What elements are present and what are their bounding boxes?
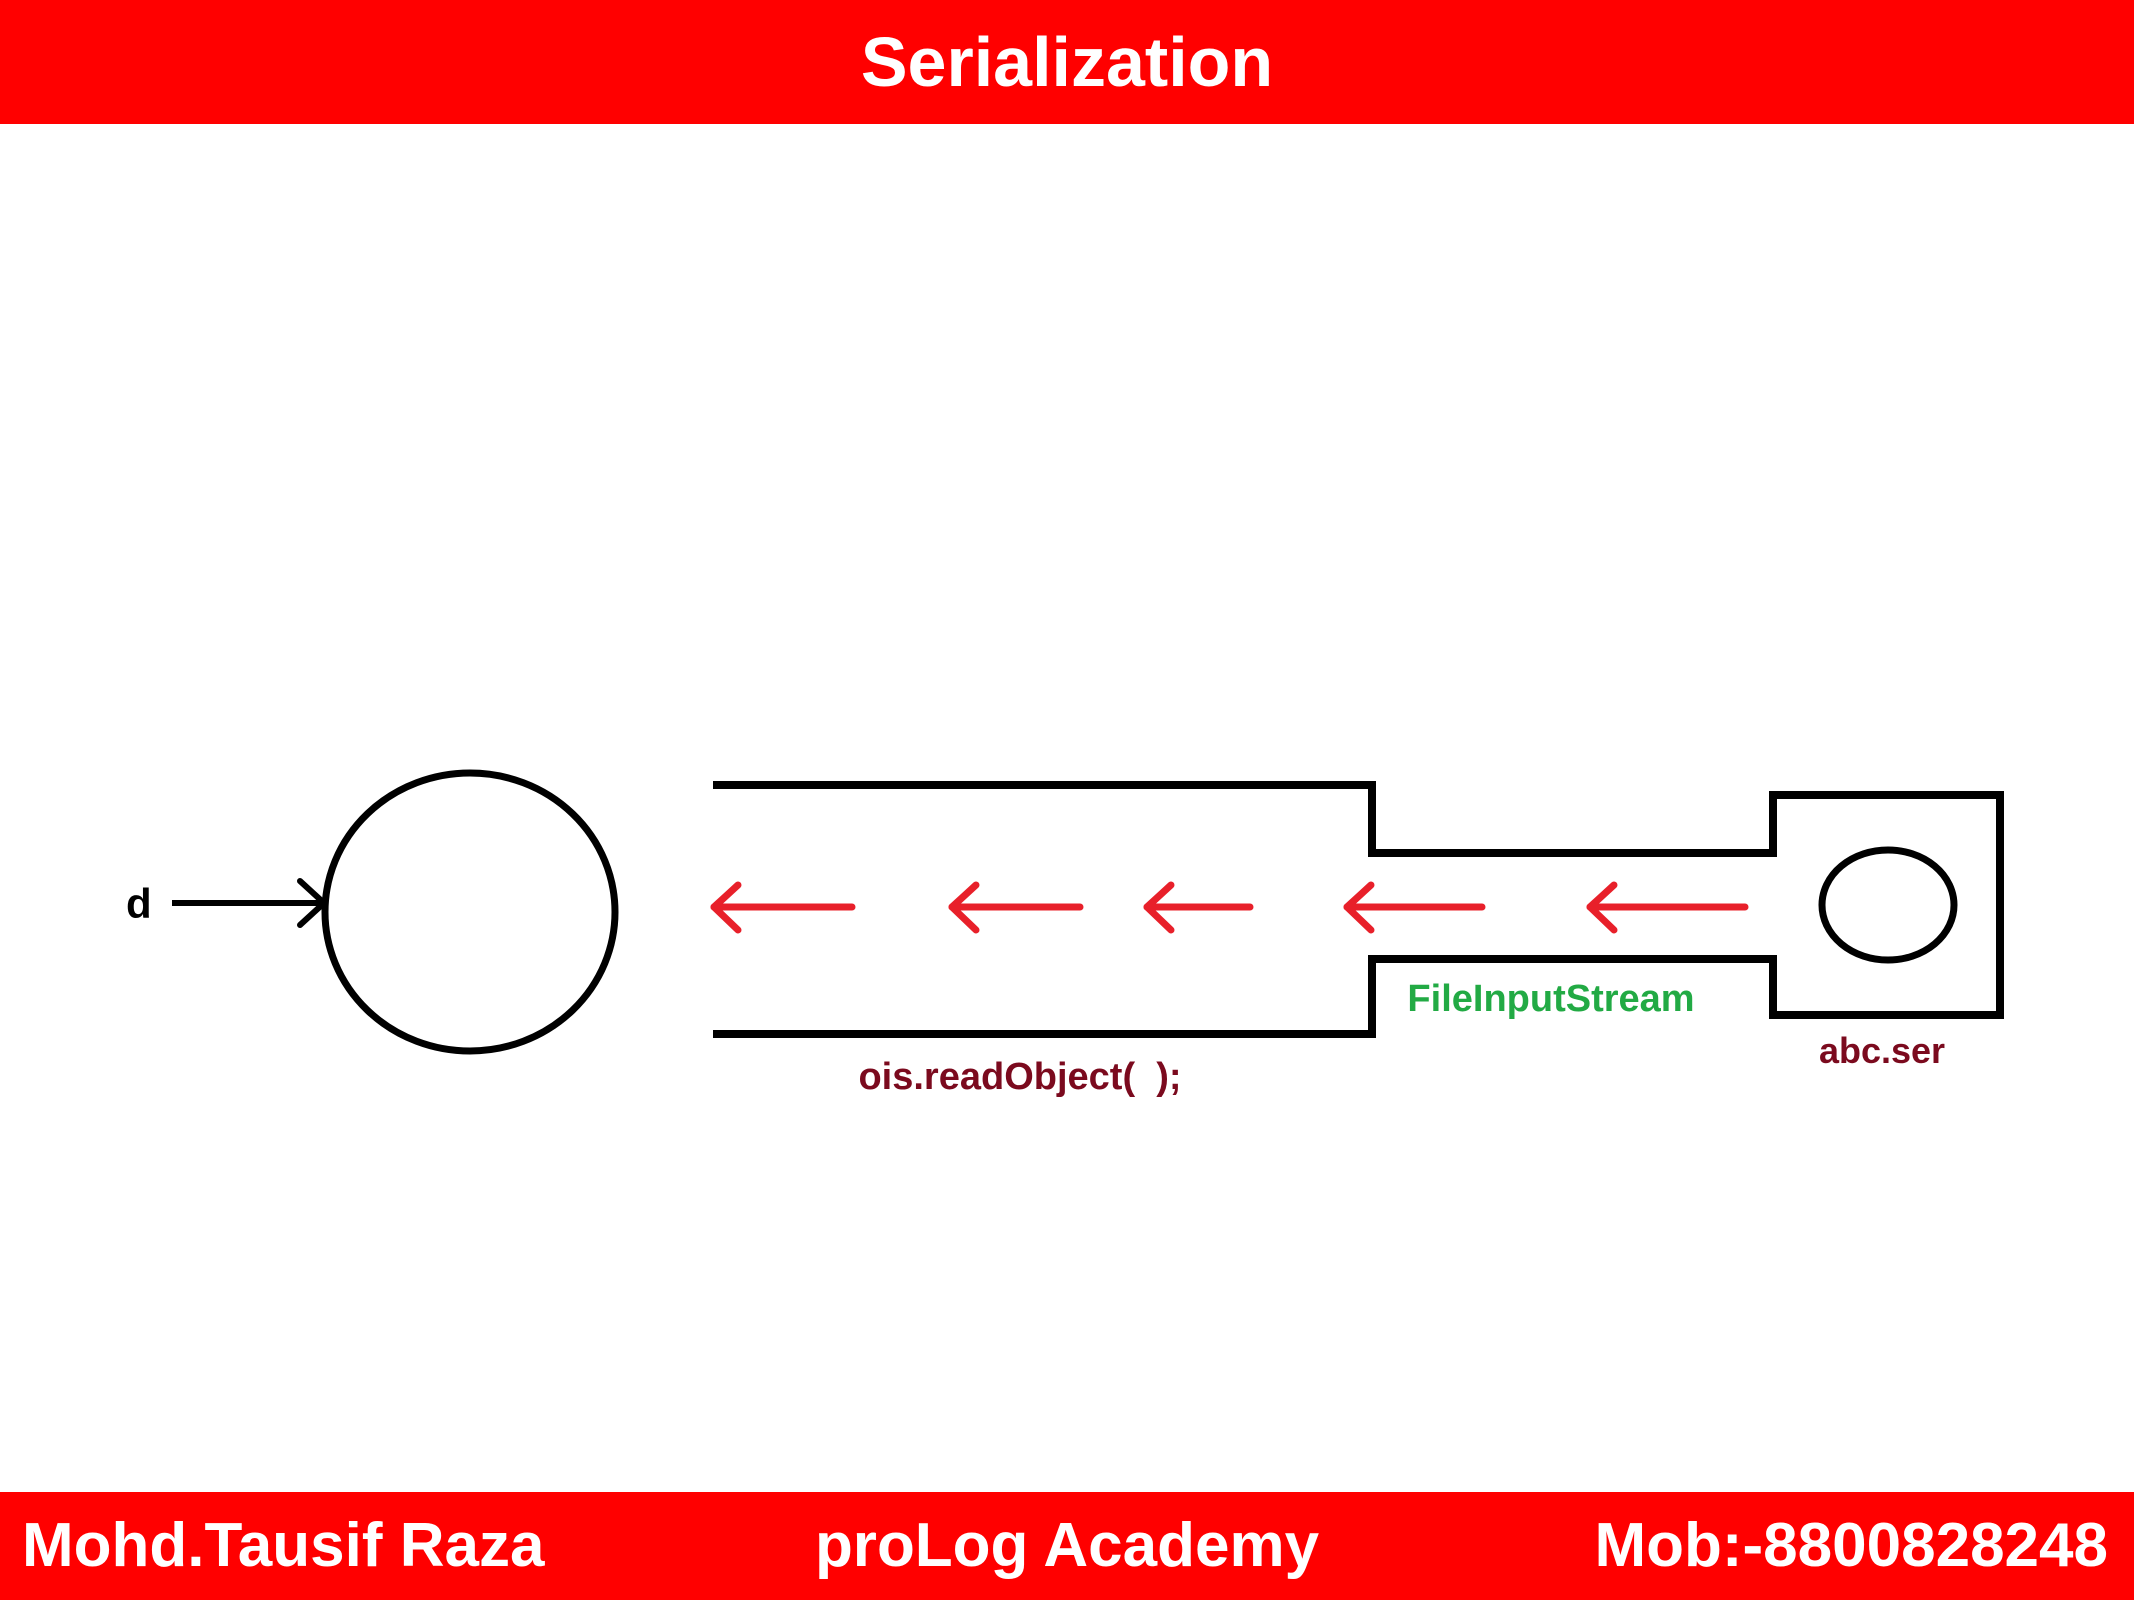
object-circle	[321, 769, 619, 1055]
flow-arrows	[710, 881, 1749, 934]
author-name: Mohd.Tausif Raza	[22, 1511, 545, 1580]
academy-name: proLog Academy	[814, 1511, 1320, 1580]
file-circle	[1818, 846, 1958, 964]
header-bar: Serialization	[0, 0, 2134, 124]
stream-label: FileInputStream	[1407, 978, 1694, 1020]
flow-arrow-5-head	[710, 881, 742, 934]
pipe-outline-top	[713, 781, 2000, 857]
method-label: ois.readObject( );	[858, 1056, 1181, 1098]
mobile-number: Mob:-8800828248	[1594, 1511, 2109, 1580]
reference-label: d	[126, 880, 152, 927]
flow-arrow-2-head	[1343, 881, 1375, 934]
footer-bar: Mohd.Tausif Raza proLog Academy Mob:-880…	[0, 1492, 2134, 1600]
flow-arrow-1-head	[1586, 881, 1618, 934]
flow-arrow-4-head	[948, 881, 980, 934]
page-title: Serialization	[860, 23, 1274, 101]
flow-arrow-3-head	[1143, 881, 1175, 934]
file-label: abc.ser	[1819, 1030, 1945, 1071]
pipe-outline-bottom	[713, 955, 2000, 1038]
